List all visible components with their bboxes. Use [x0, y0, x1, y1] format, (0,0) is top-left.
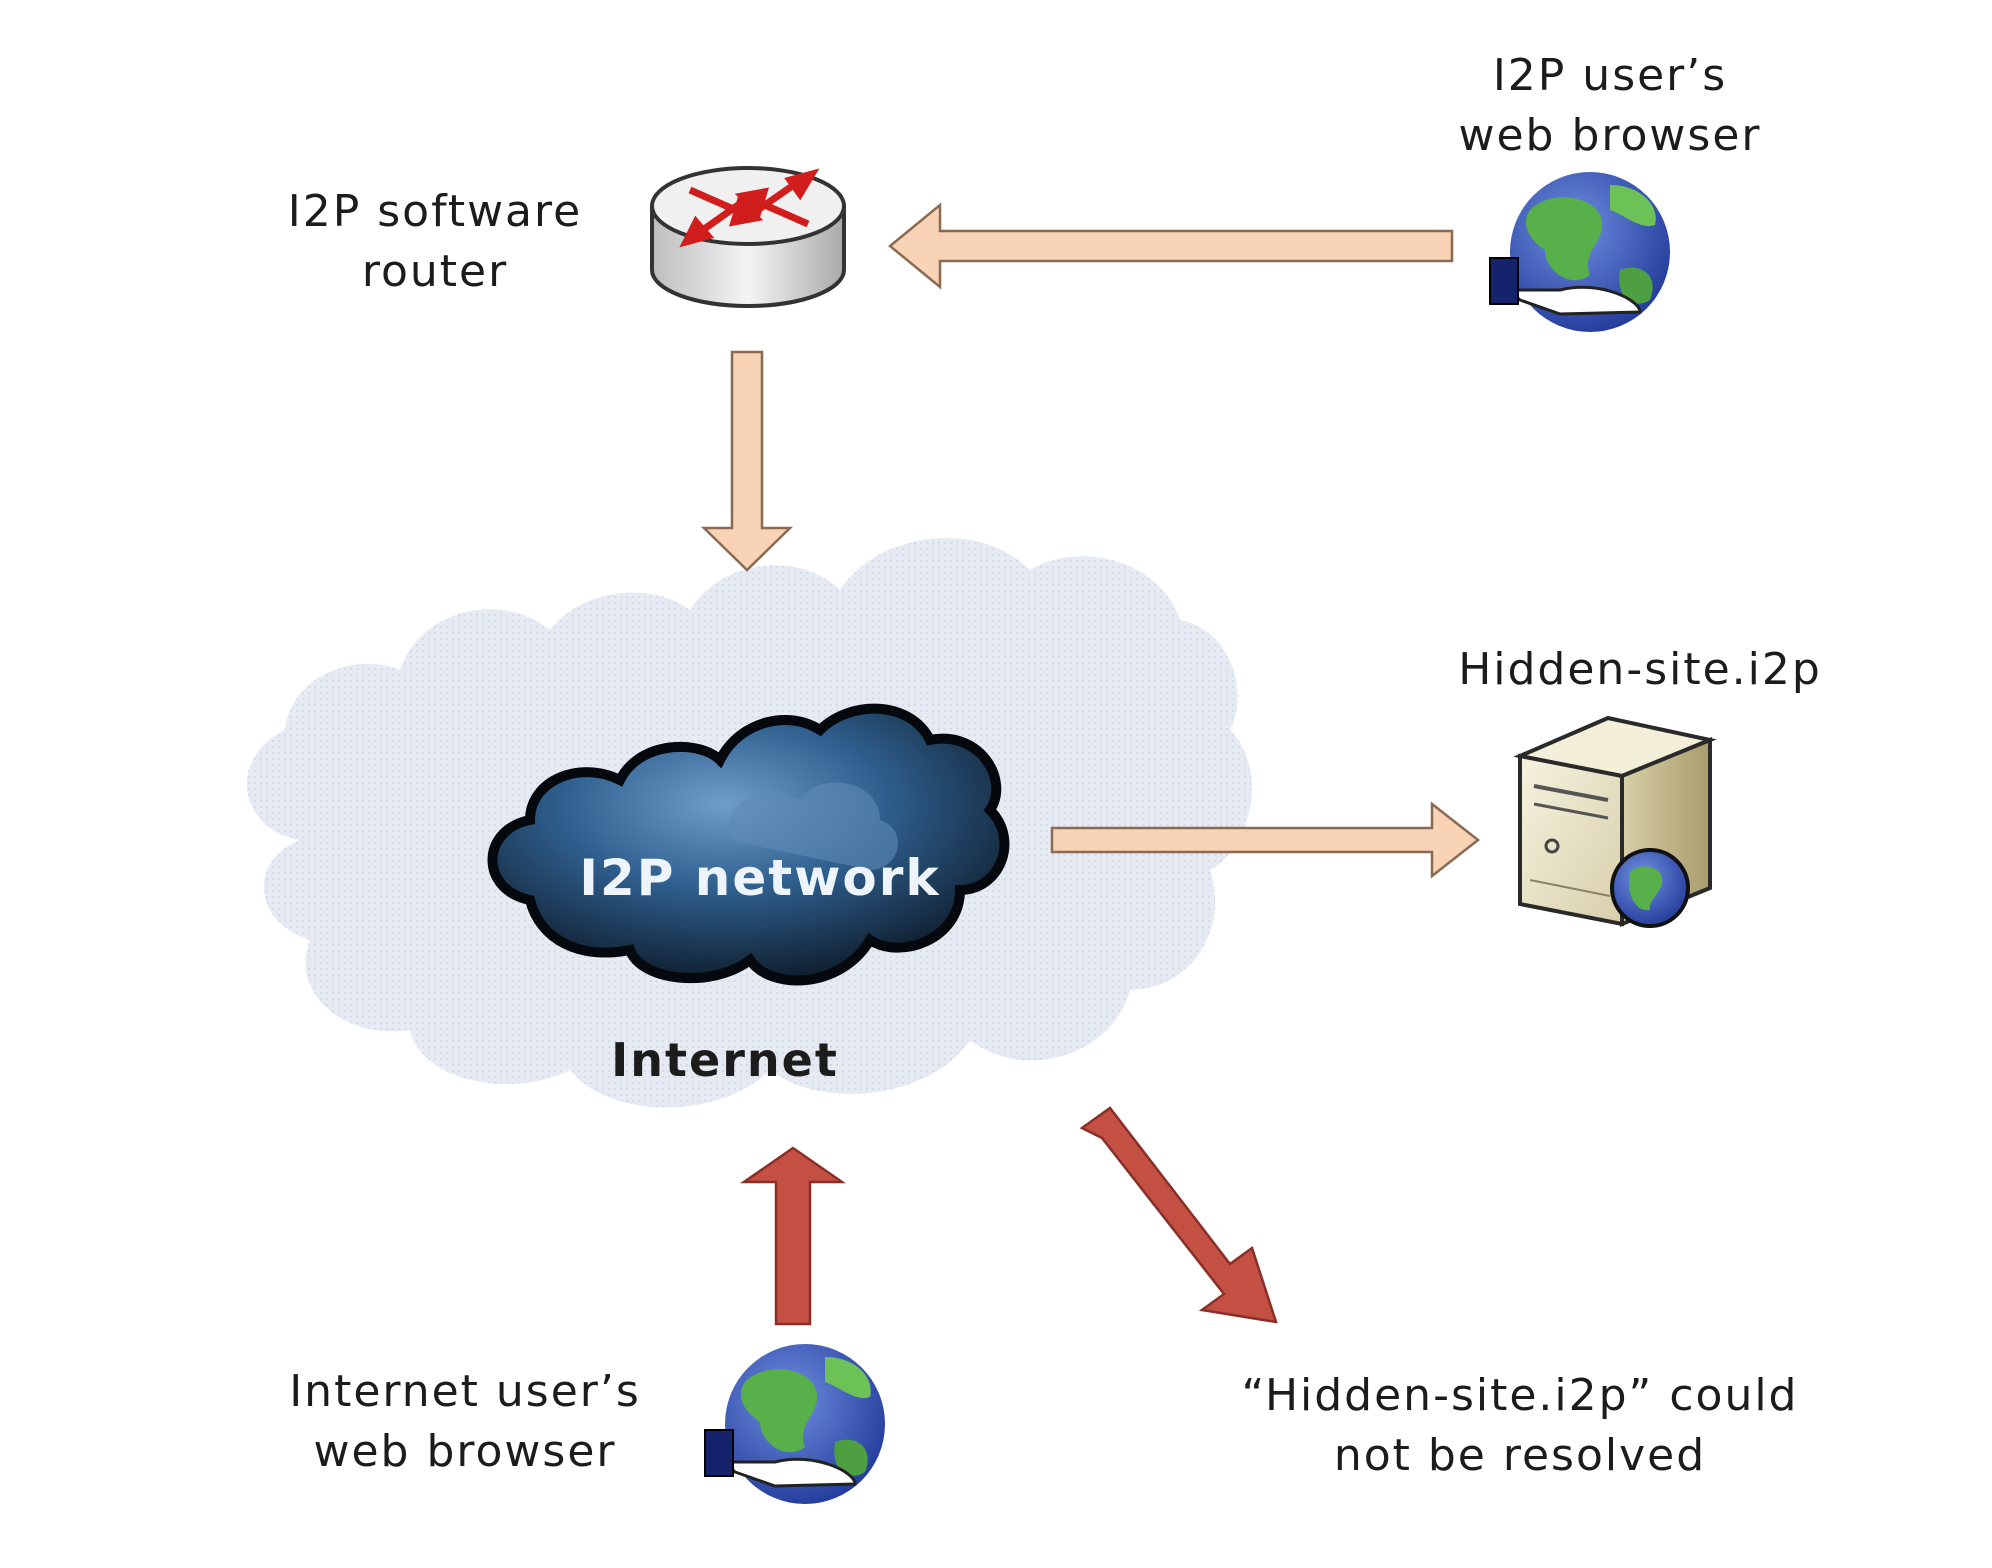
arrow-router-to-network [700, 350, 794, 572]
internet-browser-globe-icon [704, 1344, 885, 1504]
error-message-line-1: “Hidden-site.i2p” could [1241, 1370, 1799, 1421]
i2p-browser-globe-icon [1489, 172, 1670, 332]
router-label-line-2: router [361, 246, 509, 297]
i2p-browser-label-line-2: web browser [1458, 110, 1762, 161]
router-label-line-1: I2P software [287, 186, 583, 237]
server-icon [1513, 715, 1717, 928]
arrow-browser-to-router [888, 202, 1454, 290]
error-message-line-2: not be resolved [1333, 1430, 1707, 1481]
hidden-site-label: Hidden-site.i2p [1458, 644, 1822, 695]
router-icon [650, 166, 846, 308]
internet-browser-label-line-2: web browser [313, 1426, 617, 1477]
arrow-internet-browser-to-cloud [740, 1146, 846, 1326]
error-message-label: “Hidden-site.i2p” could not be resolved [1170, 1366, 1870, 1486]
arrow-cloud-to-error [1079, 1106, 1278, 1324]
i2p-browser-label-line-1: I2P user’s [1492, 50, 1728, 101]
arrow-network-to-hidden-site [1050, 801, 1481, 879]
internet-browser-label: Internet user’s web browser [245, 1362, 685, 1482]
internet-label: Internet [611, 1033, 839, 1087]
i2p-network-label: I2P network [579, 849, 941, 907]
i2p-browser-label: I2P user’s web browser [1400, 46, 1820, 166]
i2p-network-cloud [487, 703, 1010, 986]
router-label: I2P software router [255, 182, 615, 302]
internet-browser-label-line-1: Internet user’s [289, 1366, 641, 1417]
